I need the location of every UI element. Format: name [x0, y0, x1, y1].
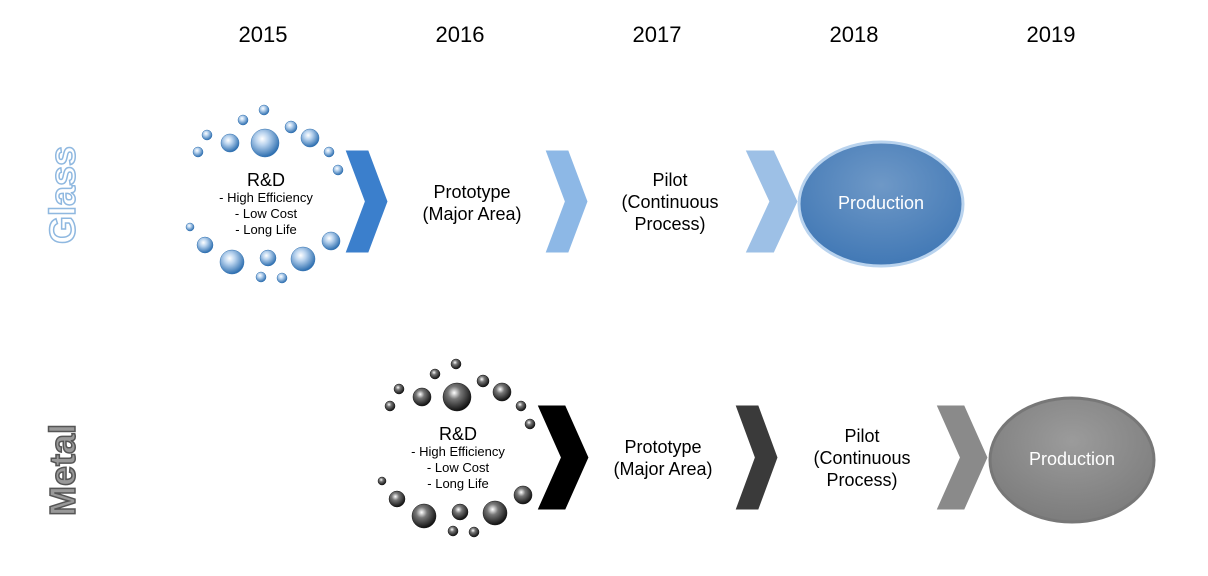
chevron-arrow-icon	[935, 404, 989, 511]
year-label: 2016	[435, 22, 485, 47]
bubble-icon	[321, 231, 341, 251]
glass-production-label: Production	[837, 193, 925, 213]
row-label-metal: Metal	[41, 423, 84, 517]
bubble-icon	[192, 146, 204, 158]
bubble-icon	[276, 272, 288, 284]
bubble-icon	[323, 146, 335, 158]
glass-rd-stage: R&D - High Efficiency - Low Cost - Long …	[196, 170, 336, 238]
bubble-icon	[258, 104, 270, 116]
bubble-icon	[259, 249, 277, 267]
bubble-icon	[250, 128, 280, 158]
chevron-arrow-icon	[344, 149, 389, 254]
bubble-icon	[196, 236, 214, 254]
bubble-icon	[411, 503, 437, 529]
bubble-icon	[524, 418, 536, 430]
rd-item: - Long Life	[235, 222, 297, 237]
metal-pilot-stage: Pilot (Continuous Process)	[782, 425, 942, 491]
bubble-icon	[388, 490, 406, 508]
bubble-icon	[201, 129, 213, 141]
rd-title: R&D	[438, 424, 477, 444]
chevron-arrow-icon	[544, 149, 589, 254]
bubble-icon	[284, 120, 298, 134]
bubble-icon	[384, 400, 396, 412]
rd-item: - High Efficiency	[219, 190, 313, 205]
stage-subtitle: Process)	[634, 214, 706, 234]
year-label: 2019	[1026, 22, 1076, 47]
row-label-glass: Glass	[41, 145, 84, 245]
production-ellipse	[988, 396, 1156, 524]
glass-pilot-stage: Pilot (Continuous Process)	[590, 169, 750, 235]
bubble-icon	[393, 383, 405, 395]
stage-subtitle: (Continuous	[621, 192, 719, 212]
bubble-icon	[476, 374, 490, 388]
stage-title: Prototype	[433, 182, 511, 202]
bubble-icon	[429, 368, 441, 380]
stage-subtitle: (Major Area)	[422, 204, 522, 224]
chevron-arrow-icon	[536, 404, 590, 511]
bubble-icon	[492, 382, 512, 402]
bubble-icon	[468, 526, 480, 538]
stage-subtitle: Process)	[826, 470, 898, 490]
bubble-icon	[255, 271, 267, 283]
production-ellipse	[797, 140, 965, 268]
rd-title: R&D	[246, 170, 285, 190]
bubble-icon	[442, 382, 472, 412]
stage-subtitle: (Continuous	[813, 448, 911, 468]
bubble-icon	[290, 246, 316, 272]
rd-item: - High Efficiency	[411, 444, 505, 459]
bubble-icon	[450, 358, 462, 370]
metal-prototype-stage: Prototype (Major Area)	[583, 436, 743, 480]
bubble-icon	[515, 400, 527, 412]
chevron-arrow-icon	[734, 404, 779, 511]
stage-subtitle: (Major Area)	[613, 459, 713, 479]
bubble-icon	[447, 525, 459, 537]
stage-title: Pilot	[652, 170, 688, 190]
rd-item: - Low Cost	[426, 460, 490, 475]
rd-item: - Long Life	[427, 476, 489, 491]
stage-title: Prototype	[624, 437, 702, 457]
bubble-icon	[513, 485, 533, 505]
metal-production-label: Production	[1028, 449, 1116, 469]
stage-title: Pilot	[844, 426, 880, 446]
bubble-icon	[237, 114, 249, 126]
bubble-icon	[482, 500, 508, 526]
bubble-icon	[332, 164, 344, 176]
bubble-icon	[300, 128, 320, 148]
bubble-icon	[451, 503, 469, 521]
chevron-arrow-icon	[744, 149, 799, 254]
year-label: 2018	[829, 22, 879, 47]
bubble-icon	[412, 387, 432, 407]
year-label: 2015	[238, 22, 288, 47]
bubble-icon	[377, 476, 387, 486]
bubble-icon	[219, 249, 245, 275]
rd-item: - Low Cost	[234, 206, 298, 221]
metal-rd-stage: R&D - High Efficiency - Low Cost - Long …	[388, 424, 528, 492]
glass-prototype-stage: Prototype (Major Area)	[392, 181, 552, 225]
year-label: 2017	[632, 22, 682, 47]
bubble-icon	[185, 222, 195, 232]
bubble-icon	[220, 133, 240, 153]
